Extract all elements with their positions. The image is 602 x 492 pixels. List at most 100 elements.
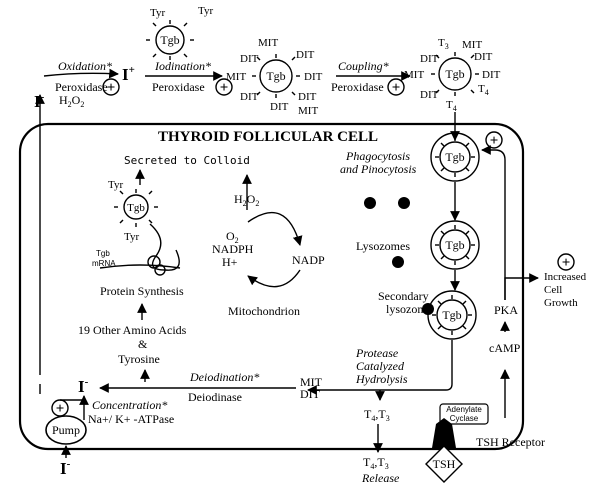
lysozome-dot-1 — [364, 197, 376, 209]
svg-text:Tgb: Tgb — [445, 150, 464, 164]
oxidation-arrow — [43, 68, 119, 79]
camp-label: cAMP — [489, 341, 521, 355]
oxidation-label: Oxidation* — [58, 59, 112, 73]
ribosome-2 — [154, 264, 166, 276]
svg-text:Cyclase: Cyclase — [450, 414, 479, 423]
tgb-mrna-1: Tgb — [96, 249, 110, 258]
ampersand-label: & — [138, 337, 148, 351]
svg-text:T3: T3 — [438, 37, 449, 51]
h2o2-middle: H2O2 — [234, 192, 259, 208]
svg-text:Tgb: Tgb — [127, 202, 145, 214]
h2o2-label-top: H2O2 — [59, 93, 84, 109]
phago-label-2: and Pinocytosis — [340, 162, 417, 176]
plus-phagocytosis: + — [485, 131, 503, 149]
t4t3-inside: T4,T3 — [364, 407, 390, 423]
tsh-hormone: TSH — [425, 445, 463, 483]
tsh-receptor-label: TSH Receptor — [476, 435, 545, 449]
secondary-label-2: lysozome — [386, 302, 432, 316]
plus-iodination: + — [215, 78, 233, 96]
o2-label: O2 — [226, 229, 239, 245]
svg-text:Tyr: Tyr — [198, 5, 213, 17]
tyrosine-label: Tyrosine — [118, 352, 160, 366]
svg-text:MIT: MIT — [462, 39, 482, 51]
peroxidase-label-1: Peroxidase — [55, 80, 108, 94]
increased-label-3: Growth — [544, 297, 578, 309]
svg-text:+: + — [220, 80, 229, 96]
svg-text:DIT: DIT — [474, 51, 493, 63]
deiodinase-label: Deiodinase — [188, 390, 242, 404]
svg-text:Tgb: Tgb — [160, 33, 179, 47]
top-iodide: I- — [34, 91, 45, 111]
left-iodide: I- — [78, 376, 89, 396]
lysozome-dot-3 — [392, 256, 404, 268]
svg-text:+: + — [490, 133, 499, 149]
mrna-strand — [99, 264, 181, 269]
svg-text:+: + — [107, 80, 116, 96]
svg-text:Tgb: Tgb — [445, 67, 464, 81]
vesicle-secondary-lysozome: Tgb — [427, 290, 477, 340]
plus-growth: + — [557, 253, 575, 271]
pka-label: PKA — [494, 303, 518, 317]
tgb-mrna-2: mRNA — [92, 259, 116, 268]
deiodination-label: Deiodination* — [189, 370, 259, 384]
svg-text:MIT: MIT — [404, 69, 424, 81]
svg-text:DIT: DIT — [240, 91, 259, 103]
svg-text:DIT: DIT — [296, 49, 315, 61]
redox-arrow-bottom — [247, 269, 301, 288]
svg-text:+: + — [562, 255, 571, 271]
svg-text:Tgb: Tgb — [445, 238, 464, 252]
peroxidase-label-3: Peroxidase — [331, 80, 384, 94]
lysozome-dot-2 — [398, 197, 410, 209]
dit-out-label: DIT — [300, 387, 321, 401]
svg-text:Tgb: Tgb — [266, 69, 285, 83]
concentration-label: Concentration* — [92, 398, 167, 412]
pump: Pump — [45, 415, 87, 445]
svg-text:DIT: DIT — [270, 101, 289, 113]
svg-text:DIT: DIT — [240, 53, 259, 65]
svg-text:Tyr: Tyr — [108, 179, 123, 191]
plus-coupling: + — [387, 78, 405, 96]
tgb-mit-dit: Tgb MIT DIT DIT MIT DIT DIT DIT DIT MIT — [226, 37, 323, 117]
pka-feedback-arrow — [481, 145, 506, 300]
svg-text:DIT: DIT — [482, 69, 501, 81]
nadph-label: NADPH — [212, 242, 254, 256]
lysozomes-label: Lysozomes — [356, 239, 410, 253]
svg-text:TSH: TSH — [433, 457, 456, 471]
protein-synthesis-label: Protein Synthesis — [100, 284, 184, 298]
cell-title: THYROID FOLLICULAR CELL — [158, 129, 378, 145]
vesicle-tgb: Tgb — [430, 220, 480, 270]
polypeptide-chain — [149, 223, 180, 271]
svg-text:DIT: DIT — [304, 71, 323, 83]
mitochondrion-label: Mitochondrion — [228, 304, 300, 318]
svg-text:Tyr: Tyr — [150, 7, 165, 19]
svg-text:T4: T4 — [478, 83, 489, 97]
protease-label-3: Hydrolysis — [355, 372, 408, 386]
tgb-t3-t4: Tgb T3 MIT DIT DIT MIT DIT DIT T4 T4 — [404, 37, 501, 113]
growth-arrow — [504, 273, 539, 300]
mit-out-label: MIT — [300, 375, 323, 389]
svg-text:Pump: Pump — [52, 423, 80, 437]
svg-text:DIT: DIT — [298, 91, 317, 103]
svg-text:MIT: MIT — [298, 105, 318, 117]
protease-label-2: Catalyzed — [356, 359, 405, 373]
svg-text:Tgb: Tgb — [442, 308, 461, 322]
iodine-plus: I+ — [122, 64, 135, 84]
tgb-tyr-inner: Tgb Tyr Tyr — [108, 179, 158, 243]
tgb-tyr-top: Tgb Tyr Tyr — [146, 5, 213, 60]
secondary-label-1: Secondary — [378, 289, 429, 303]
svg-text:Tyr: Tyr — [124, 231, 139, 243]
cell-membrane — [18, 122, 525, 451]
svg-text:DIT: DIT — [420, 53, 439, 65]
increased-label-1: Increased — [544, 271, 587, 283]
nadp-label: NADP — [292, 253, 325, 267]
ribosome-1 — [147, 255, 161, 269]
increased-label-2: Cell — [544, 284, 562, 296]
iodide-in-label: I- — [60, 458, 71, 478]
t4t3-released: T4,T3 — [363, 455, 389, 471]
hydrolysis-path — [380, 340, 453, 391]
svg-text:+: + — [392, 80, 401, 96]
plus-oxidation: + — [102, 78, 120, 96]
svg-text:DIT: DIT — [420, 89, 439, 101]
